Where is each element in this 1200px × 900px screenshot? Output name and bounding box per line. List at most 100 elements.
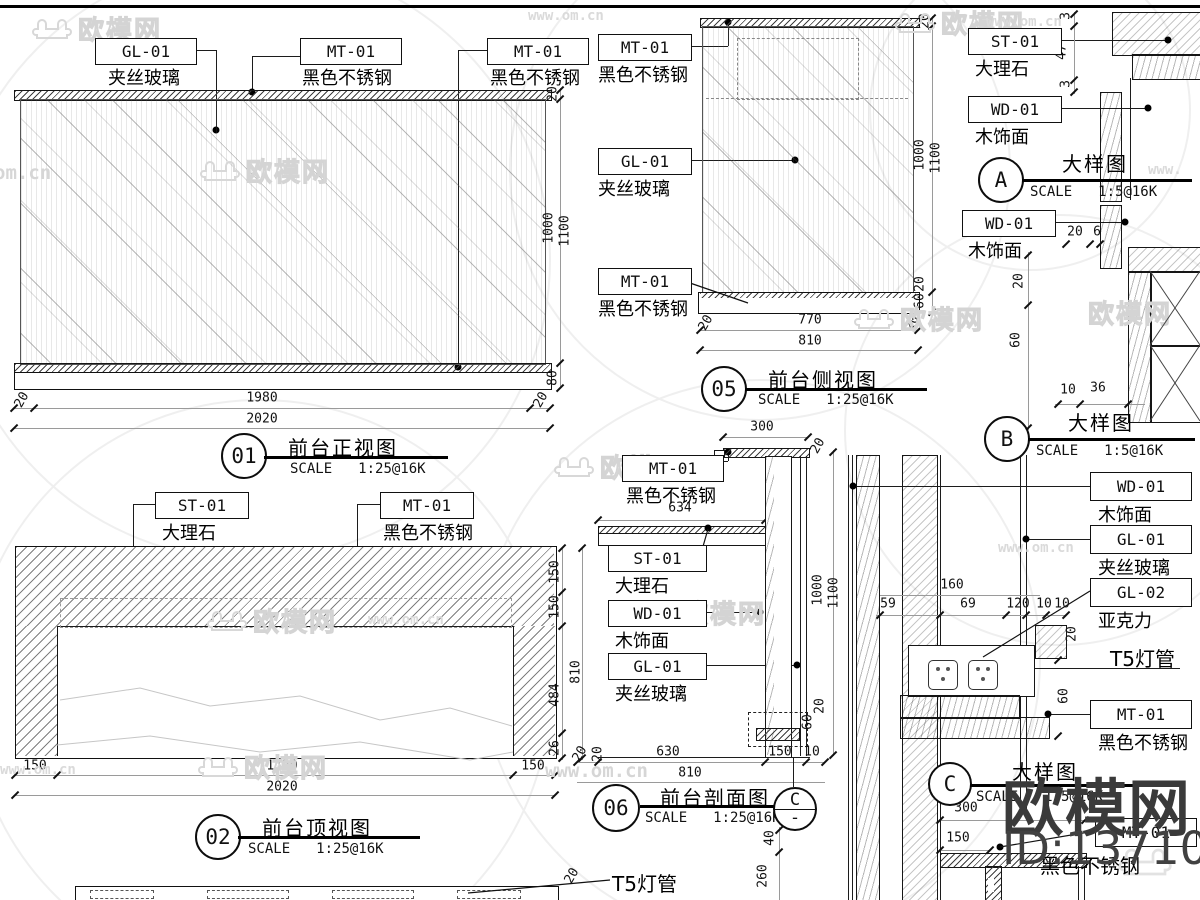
dim-label: 60 xyxy=(800,714,816,730)
dim-label: 20 xyxy=(1067,224,1083,240)
material-name: 黑色不锈钢 xyxy=(626,486,716,507)
outlet-socket xyxy=(968,660,998,690)
material-tag-gl01: GL-01 xyxy=(95,38,197,65)
watermark: 欧模网 xyxy=(196,748,328,785)
material-name: 亚克力 xyxy=(1098,611,1152,632)
dim-label: 630 xyxy=(656,744,680,760)
material-tag-mt01: MT-01 xyxy=(1095,818,1197,847)
dim-label: 810 xyxy=(798,333,822,349)
dim-label: 150 xyxy=(521,758,545,774)
sofa-icon xyxy=(854,308,894,329)
watermark: 欧模网 xyxy=(205,602,337,639)
dim-label: 1000 xyxy=(810,574,826,606)
view-number: 05 xyxy=(701,366,747,412)
plinth xyxy=(14,372,552,390)
stone-slab-section xyxy=(1112,12,1200,56)
dim-label: 10 xyxy=(1036,596,1052,612)
detail-title: 大样图 xyxy=(1062,152,1128,176)
dim-label: 26 xyxy=(547,740,563,756)
desk-column-wood-face xyxy=(766,457,774,755)
material-name: 黑色不锈钢 xyxy=(598,299,688,320)
dim-label: 1100 xyxy=(826,577,842,609)
material-tag-mt01: MT-01 xyxy=(487,38,589,65)
material-tag-mt01: MT-01 xyxy=(622,455,724,482)
front-glass-line xyxy=(806,456,807,756)
wood-panel-section xyxy=(1100,205,1122,269)
hidden-line-box xyxy=(737,38,859,100)
dim-label: 810 xyxy=(568,660,584,684)
dim-label: 300 xyxy=(750,419,774,435)
model-id-overlay: ID:1371096 xyxy=(1002,822,1200,875)
lamp-slot xyxy=(90,890,154,899)
blocking-box xyxy=(1150,345,1200,423)
dim-label: 634 xyxy=(668,500,692,516)
watermark: www.om.cn xyxy=(998,540,1074,556)
material-name: 黑色不锈钢 xyxy=(598,65,688,86)
detail-c-callout-box xyxy=(748,712,808,747)
wood-panel-section xyxy=(1100,92,1122,202)
material-name: 夹丝玻璃 xyxy=(615,684,687,705)
dim-label: 2020 xyxy=(246,411,278,427)
material-tag-st01: ST-01 xyxy=(608,545,707,572)
dim-label: 20 xyxy=(561,865,583,887)
detail-letter: A xyxy=(978,157,1024,203)
sofa-icon xyxy=(207,610,247,631)
dim-label: 80 xyxy=(545,370,561,386)
dim-label: 10 xyxy=(1054,596,1070,612)
dim-label: 150 xyxy=(547,560,563,584)
acrylic-block xyxy=(1035,625,1067,659)
material-tag-mt01: MT-01 xyxy=(1090,700,1192,729)
sheet-border xyxy=(0,5,1200,8)
dim-label: 6 xyxy=(1093,224,1101,240)
material-tag-st01: ST-01 xyxy=(155,492,249,519)
t5-lamp-label: T5灯管 xyxy=(1110,647,1175,671)
lamp-slot xyxy=(457,890,521,899)
material-code: MT-01 xyxy=(513,42,563,61)
steel-top-rail xyxy=(14,90,552,101)
watermark: 欧模网 xyxy=(1087,300,1173,331)
material-code: MT-01 xyxy=(326,42,376,61)
watermark: 欧模网 xyxy=(198,152,330,189)
hidden-line xyxy=(706,98,908,100)
dim-label: 260 xyxy=(755,864,771,888)
wall-wood-layer xyxy=(856,455,880,900)
watermark: 欧模网 xyxy=(852,300,984,337)
desk-column xyxy=(765,456,792,758)
pedestal-steel-cap xyxy=(700,293,916,298)
front-glass-line xyxy=(800,456,801,756)
material-tag-wd01: WD-01 xyxy=(962,210,1056,237)
dim-label: 36 xyxy=(1090,380,1106,396)
base-band xyxy=(900,717,1050,739)
detail-letter: B xyxy=(984,416,1030,462)
counter-band-section xyxy=(1132,54,1200,80)
dim-label: 20 xyxy=(807,435,829,457)
material-name: 夹丝玻璃 xyxy=(598,179,670,200)
material-tag-gl01: GL-01 xyxy=(1090,525,1192,554)
material-name: 夹丝玻璃 xyxy=(1098,558,1170,579)
watermark: om.cn xyxy=(0,162,52,184)
dim-label: 59 xyxy=(880,596,896,612)
dim-label: 20 xyxy=(912,276,928,292)
sofa-icon xyxy=(554,456,594,477)
dim-label: 2020 xyxy=(266,779,298,795)
lamp-slot xyxy=(332,890,414,899)
dim-label: 1100 xyxy=(928,142,944,174)
steel-profile-horizontal xyxy=(940,853,1087,868)
sofa-icon xyxy=(32,18,72,39)
material-name: 大理石 xyxy=(975,59,1029,80)
material-name: 黑色不锈钢 xyxy=(1040,854,1140,878)
material-tag-gl02: GL-02 xyxy=(1090,578,1192,607)
material-tag-mt01: MT-01 xyxy=(598,268,692,295)
t5-lamp-label: T5灯管 xyxy=(612,872,677,896)
dim-label: 120 xyxy=(1006,596,1030,612)
sofa-icon xyxy=(895,12,935,33)
dim-label: 150 xyxy=(23,758,47,774)
dim-label: 160 xyxy=(940,577,964,593)
dim-label: 810 xyxy=(678,765,702,781)
material-name: 黑色不锈钢 xyxy=(383,523,473,544)
outlet-socket xyxy=(928,660,958,690)
